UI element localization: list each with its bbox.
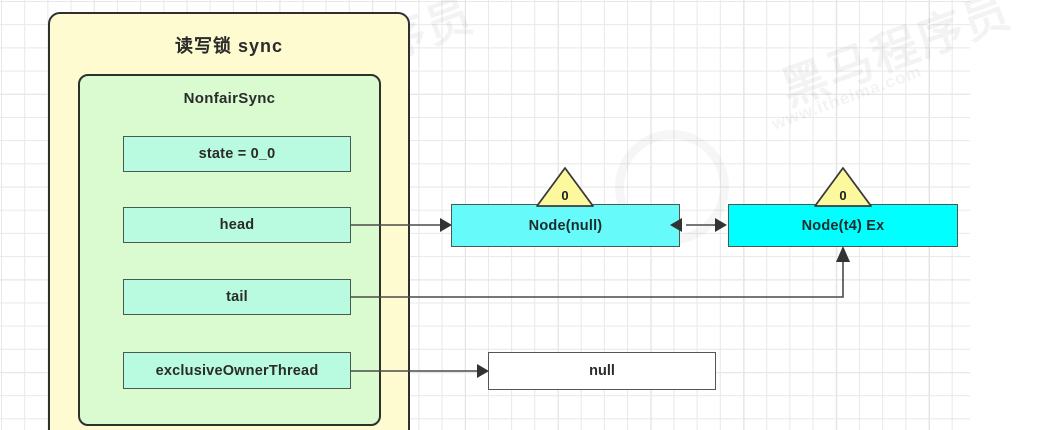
field-state: state = 0_0 [123,136,351,172]
node-null: Node(null) [451,204,680,247]
value-null-box: null [488,352,716,390]
field-head: head [123,207,351,243]
field-exclusive-owner-thread: exclusiveOwnerThread [123,352,351,389]
node-t4-ex: Node(t4) Ex [728,204,958,247]
sync-outer-title: 读写锁 sync [174,36,284,56]
nonfairsync-title: NonfairSync [183,90,276,107]
field-tail: tail [123,279,351,315]
